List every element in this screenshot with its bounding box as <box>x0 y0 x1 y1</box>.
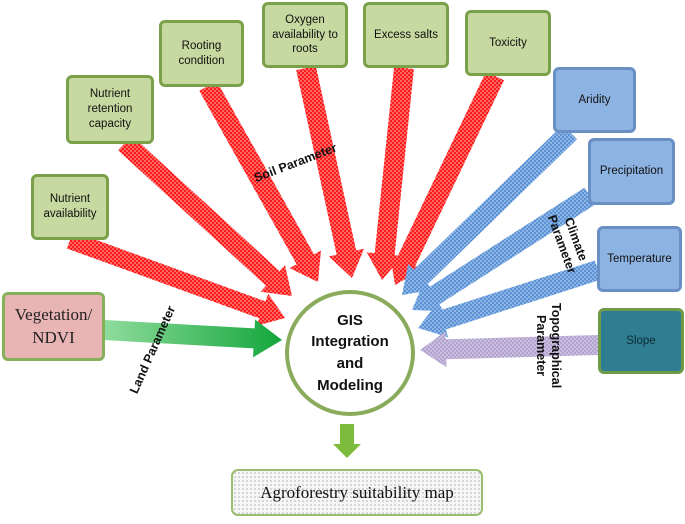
node-rooting-condition: Rooting condition <box>159 20 244 87</box>
node-temperature: Temperature <box>597 226 682 292</box>
arrow-slope <box>420 331 600 368</box>
arrow-to-output <box>333 424 361 458</box>
arrow-precipitation <box>412 187 596 312</box>
node-toxicity: Toxicity <box>465 10 551 76</box>
label-topographical-parameter: Topographical Parameter <box>534 303 563 389</box>
node-excess-salts: Excess salts <box>363 2 449 68</box>
arrow-temperature <box>418 260 602 338</box>
arrow-toxicity <box>390 71 504 285</box>
node-nutrient-retention: Nutrient retention capacity <box>66 75 154 144</box>
arrow-nutrient-availability <box>66 231 286 326</box>
arrow-oxygen-availability <box>296 65 364 279</box>
gis-integration-center: GIS Integration and Modeling <box>285 290 415 416</box>
arrow-rooting-condition <box>199 81 321 282</box>
node-precipitation: Precipitation <box>588 138 675 205</box>
output-suitability-map: Agroforestry suitability map <box>231 469 483 516</box>
arrow-vegetation <box>103 319 283 358</box>
arrow-excess-salts <box>366 67 414 280</box>
node-nutrient-availability: Nutrient availability <box>31 174 109 240</box>
arrow-nutrient-retention <box>118 135 292 296</box>
node-aridity: Aridity <box>553 67 636 133</box>
arrow-aridity <box>402 124 577 295</box>
node-slope: Slope <box>598 308 684 374</box>
node-oxygen-availability: Oxygen availability to roots <box>262 2 348 68</box>
node-vegetation-ndvi: Vegetation/ NDVI <box>2 292 105 361</box>
